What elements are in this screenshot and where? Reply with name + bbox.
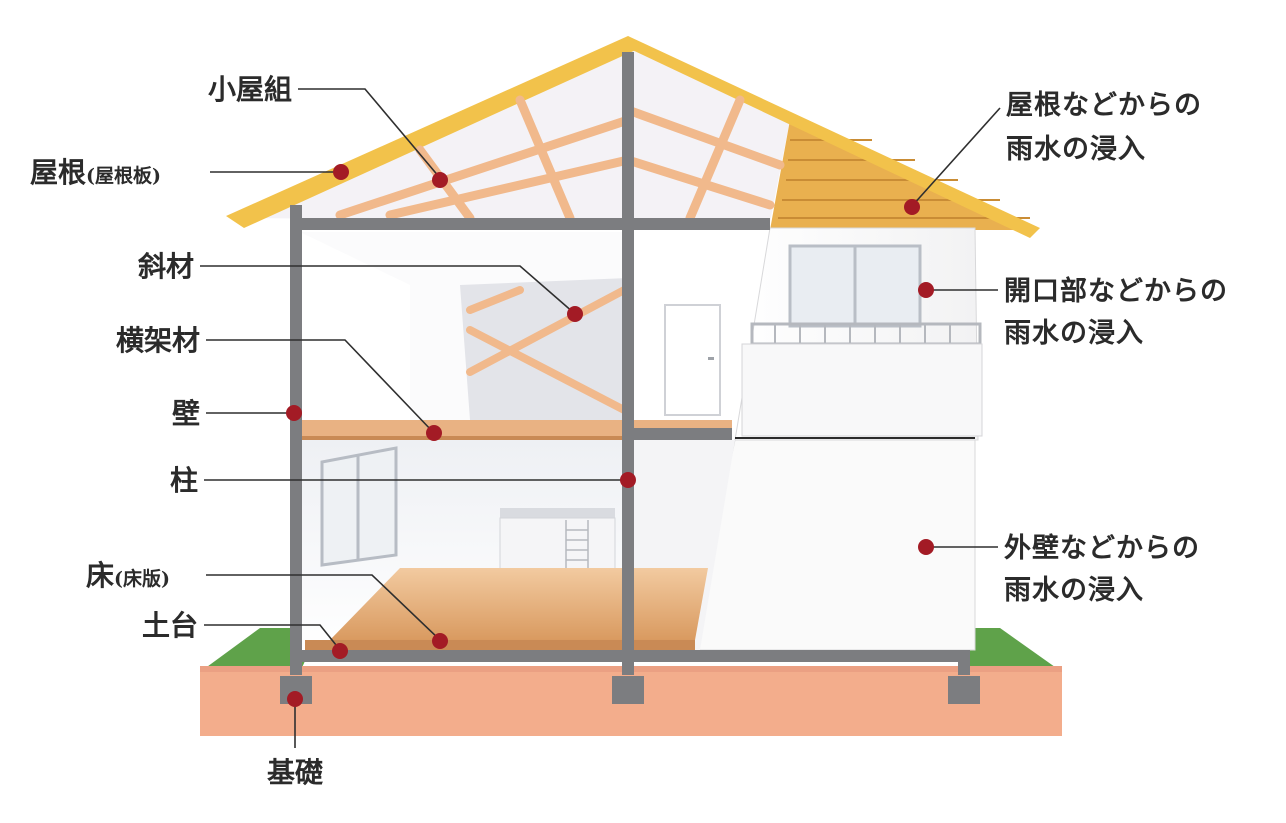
kitchen-cabinet <box>499 517 616 571</box>
interior-door-handle <box>708 357 714 360</box>
leader-lines <box>200 88 1001 748</box>
balcony-wall <box>741 343 983 437</box>
label-opening-leak-2: 雨水の浸入 <box>1004 318 1144 349</box>
label-roof-leak-2: 雨水の浸入 <box>1006 134 1146 165</box>
label-yokogazai: 横架材 <box>116 324 200 357</box>
leader-yuka <box>206 574 441 641</box>
marker-yuka <box>432 633 448 649</box>
beam-floor <box>622 428 732 440</box>
label-yuka-main: 床 <box>86 559 114 592</box>
marker-kiso <box>287 691 303 707</box>
markers <box>286 164 934 707</box>
lower-floor-surface <box>330 568 708 640</box>
label-roof-leak-1: 屋根などからの <box>1006 90 1202 121</box>
structural-frame <box>280 52 980 704</box>
kitchen-counter <box>500 508 615 518</box>
upper-floor-board-edge <box>302 436 732 440</box>
leader-roof-leak <box>911 107 1001 207</box>
label-shazai: 斜材 <box>138 250 194 283</box>
marker-shazai <box>567 306 583 322</box>
roof-edge-right <box>628 36 1040 238</box>
beam-roof <box>290 218 770 230</box>
kitchen-shelf-lines <box>565 520 589 568</box>
marker-kabe <box>286 405 302 421</box>
roof-truss <box>335 95 785 223</box>
footing-right <box>948 676 980 704</box>
label-opening-leak-1: 開口部などからの <box>1004 275 1228 307</box>
footing-center <box>612 676 644 704</box>
post-right-stub <box>958 650 970 675</box>
label-yane-main: 屋根 <box>30 156 86 189</box>
interior-lower <box>300 440 735 652</box>
grass-right <box>960 628 1062 672</box>
label-kiso: 基礎 <box>267 756 323 789</box>
marker-wall-leak <box>918 539 934 555</box>
marker-hashira <box>620 472 636 488</box>
labels-left: 小屋組 屋根(屋根板) 斜材 横架材 壁 柱 床(床版) 土台 基礎 <box>30 73 323 789</box>
label-yuka-sub: (床版) <box>114 567 170 590</box>
label-yane: 屋根(屋根板) <box>30 156 161 189</box>
interior-upper <box>300 232 721 420</box>
upper-room-wall-left <box>300 232 410 420</box>
label-koyagumi: 小屋組 <box>208 73 292 106</box>
labels-right: 屋根などからの 雨水の浸入 開口部などからの 雨水の浸入 外壁などからの 雨水の… <box>1004 90 1228 606</box>
label-wall-leak-1: 外壁などからの <box>1004 533 1200 564</box>
label-yuka: 床(床版) <box>86 559 170 592</box>
roof-edge-left <box>226 36 640 228</box>
marker-yane <box>333 164 349 180</box>
beam-ground <box>290 650 970 662</box>
leader-shazai <box>200 265 575 314</box>
marker-opening-leak <box>918 282 934 298</box>
balcony-balusters <box>774 324 951 344</box>
leader-dodai <box>204 624 341 651</box>
post-left <box>290 205 302 675</box>
marker-roof-leak <box>904 199 920 215</box>
leader-koyagumi <box>298 88 441 179</box>
label-wall-leak-2: 雨水の浸入 <box>1004 575 1144 606</box>
marker-koyagumi <box>432 172 448 188</box>
label-hashira: 柱 <box>170 464 198 497</box>
wall-braces <box>466 284 632 416</box>
leader-yokogazai <box>206 339 434 433</box>
post-center <box>622 52 634 675</box>
sill-plate <box>305 640 695 652</box>
exterior-walls <box>689 227 983 651</box>
marker-dodai <box>332 643 348 659</box>
label-yane-sub: (屋根板) <box>86 164 161 187</box>
roof-interior <box>240 42 790 222</box>
marker-yokogazai <box>426 425 442 441</box>
label-dodai: 土台 <box>142 609 198 642</box>
label-kabe: 壁 <box>172 397 200 430</box>
